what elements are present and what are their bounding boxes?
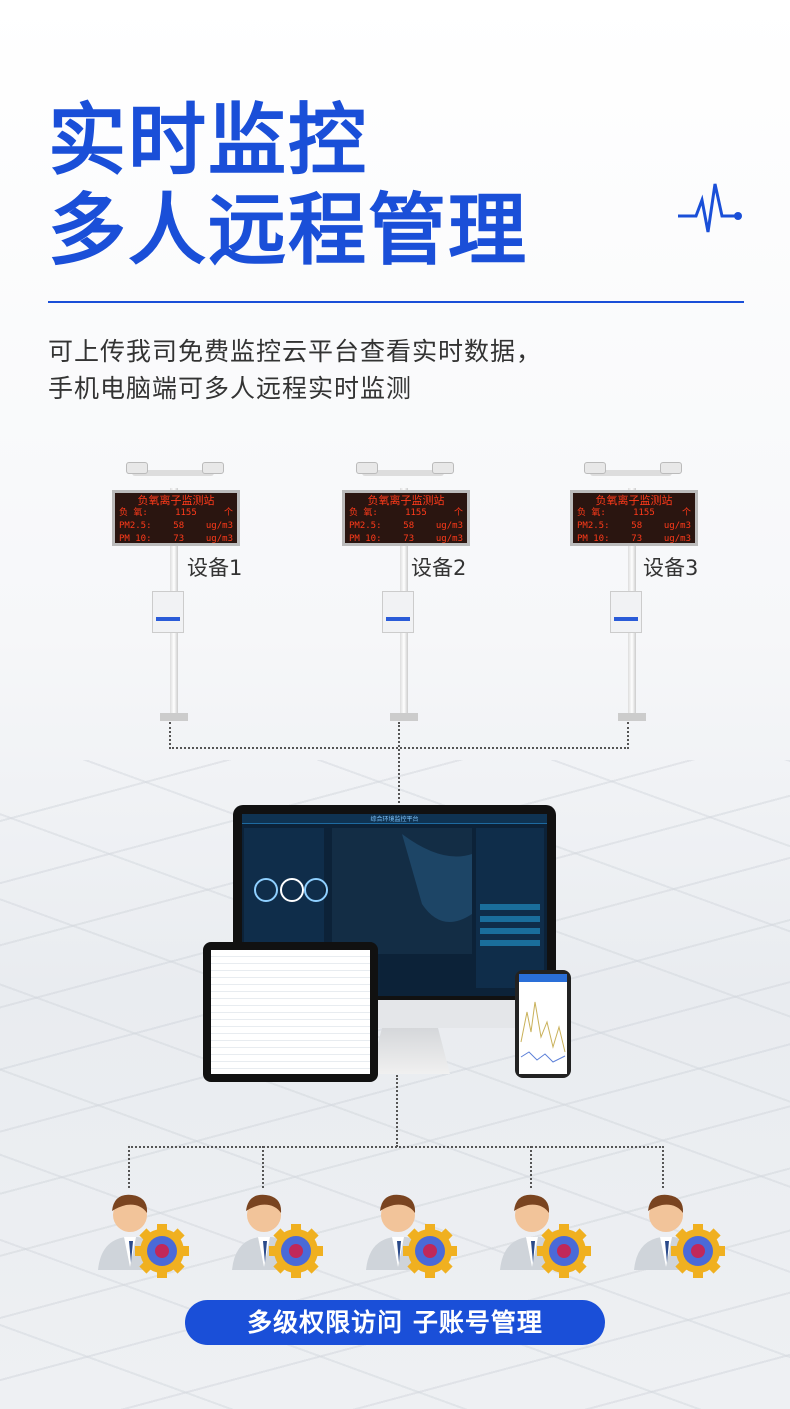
connector-line: [396, 1075, 398, 1147]
smartphone: [515, 970, 571, 1078]
led-row: PM2.5: 58 ug/m3: [119, 520, 233, 533]
led-value: 73: [631, 534, 643, 544]
led-row: PM 10: 73 ug/m3: [119, 533, 233, 546]
headline-line2: 多人远程管理: [48, 186, 529, 276]
device-label: 设备1: [187, 556, 243, 580]
led-value: 73: [173, 534, 185, 544]
device-label: 设备3: [643, 556, 699, 580]
device-label: 设备2: [411, 556, 467, 580]
monitoring-station-1: 负氧离子监测站负 氧: 1155 个 PM2.5: 58 ug/m3 PM 10: 73 ug/…: [112, 458, 242, 723]
led-label: 负 氧:: [119, 508, 148, 518]
user-admin-icon: [500, 1194, 591, 1278]
monitoring-station-3: 负氧离子监测站负 氧: 1155 个 PM2.5: 58 ug/m3 PM 10: 73 ug/…: [570, 458, 700, 723]
led-label: 负 氧:: [577, 508, 606, 518]
led-row: PM2.5: 58 ug/m3: [577, 520, 691, 533]
monitor-stand: [370, 1028, 450, 1074]
led-label: 负 氧:: [349, 508, 378, 518]
led-unit: ug/m3: [205, 521, 233, 531]
user-admin-icon: [634, 1194, 725, 1278]
user-admin-icon: [98, 1194, 189, 1278]
led-label: PM2.5:: [119, 521, 152, 531]
led-row: PM 10: 73 ug/m3: [577, 533, 691, 546]
subtitle-line2: 手机电脑端可多人远程实时监测: [48, 374, 413, 403]
led-unit: 个: [223, 508, 233, 518]
led-unit: ug/m3: [663, 521, 691, 531]
led-unit: ug/m3: [205, 534, 233, 544]
tablet: [203, 942, 378, 1082]
connector-line: [530, 1146, 532, 1188]
led-row: PM2.5: 58 ug/m3: [349, 520, 463, 533]
led-row: 负 氧: 1155 个: [349, 507, 463, 520]
led-unit: ug/m3: [435, 534, 463, 544]
led-value: 1155: [405, 508, 427, 518]
led-header: 负氧离子监测站: [137, 494, 215, 507]
user-admin-icon: [232, 1194, 323, 1278]
connector-line: [398, 722, 400, 807]
led-display: 负氧离子监测站负 氧: 1155 个 PM2.5: 58 ug/m3 PM 10: 73 ug/…: [112, 490, 240, 546]
led-header: 负氧离子监测站: [595, 494, 673, 507]
led-value: 1155: [175, 508, 197, 518]
led-label: PM 10:: [577, 534, 610, 544]
led-value: 58: [403, 521, 415, 531]
led-label: PM 10:: [349, 534, 382, 544]
sensor-box: [382, 591, 414, 633]
led-row: 负 氧: 1155 个: [577, 507, 691, 520]
led-row: PM 10: 73 ug/m3: [349, 533, 463, 546]
platform-title: 综合环境监控平台: [242, 814, 547, 824]
led-header: 负氧离子监测站: [367, 494, 445, 507]
led-display: 负氧离子监测站负 氧: 1155 个 PM2.5: 58 ug/m3 PM 10: 73 ug/…: [342, 490, 470, 546]
connector-line: [262, 1146, 264, 1188]
connector-line: [128, 1146, 664, 1188]
led-value: 73: [403, 534, 415, 544]
led-label: PM2.5:: [349, 521, 382, 531]
headline-line1: 实时监控: [48, 96, 369, 186]
led-unit: 个: [681, 508, 691, 518]
sensor-box: [610, 591, 642, 633]
led-display: 负氧离子监测站负 氧: 1155 个 PM2.5: 58 ug/m3 PM 10: 73 ug/…: [570, 490, 698, 546]
led-unit: ug/m3: [663, 534, 691, 544]
led-value: 58: [173, 521, 185, 531]
sensor-box: [152, 591, 184, 633]
pulse-icon: [678, 183, 742, 233]
subtitle-line1: 可上传我司免费监控云平台查看实时数据，: [48, 337, 543, 366]
led-value: 58: [631, 521, 643, 531]
led-unit: 个: [453, 508, 463, 518]
led-unit: ug/m3: [435, 521, 463, 531]
led-value: 1155: [633, 508, 655, 518]
permission-banner: 多级权限访问 子账号管理: [185, 1300, 605, 1345]
led-row: 负 氧: 1155 个: [119, 507, 233, 520]
divider: [48, 301, 744, 303]
led-label: PM2.5:: [577, 521, 610, 531]
led-label: PM 10:: [119, 534, 152, 544]
user-admin-icon: [366, 1194, 457, 1278]
monitoring-station-2: 负氧离子监测站负 氧: 1155 个 PM2.5: 58 ug/m3 PM 10: 73 ug/…: [342, 458, 472, 723]
